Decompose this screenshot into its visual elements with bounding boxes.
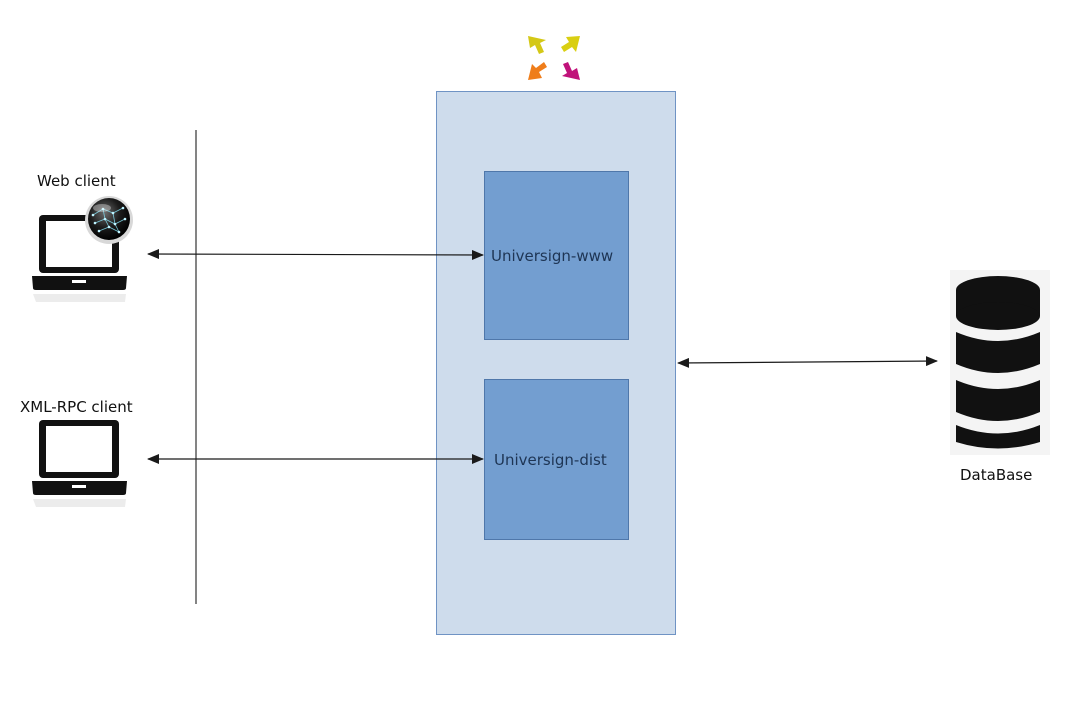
- arrow-web-client-www: [147, 249, 484, 260]
- database-label: DataBase: [960, 466, 1033, 484]
- module-universign-dist: Universign-dist: [484, 379, 629, 540]
- database-icon: [950, 270, 1050, 455]
- module-universign-www: Universign-www: [484, 171, 629, 340]
- arrow-server-database: [677, 356, 938, 368]
- xmlrpc-client-label: XML-RPC client: [20, 398, 133, 416]
- module-universign-www-label: Universign-www: [491, 247, 614, 265]
- web-client-label: Web client: [37, 172, 116, 190]
- module-universign-dist-label: Universign-dist: [494, 451, 607, 469]
- xmlrpc-client-laptop-icon: [32, 420, 127, 507]
- universign-logo: [528, 36, 580, 80]
- globe-icon: [85, 196, 133, 244]
